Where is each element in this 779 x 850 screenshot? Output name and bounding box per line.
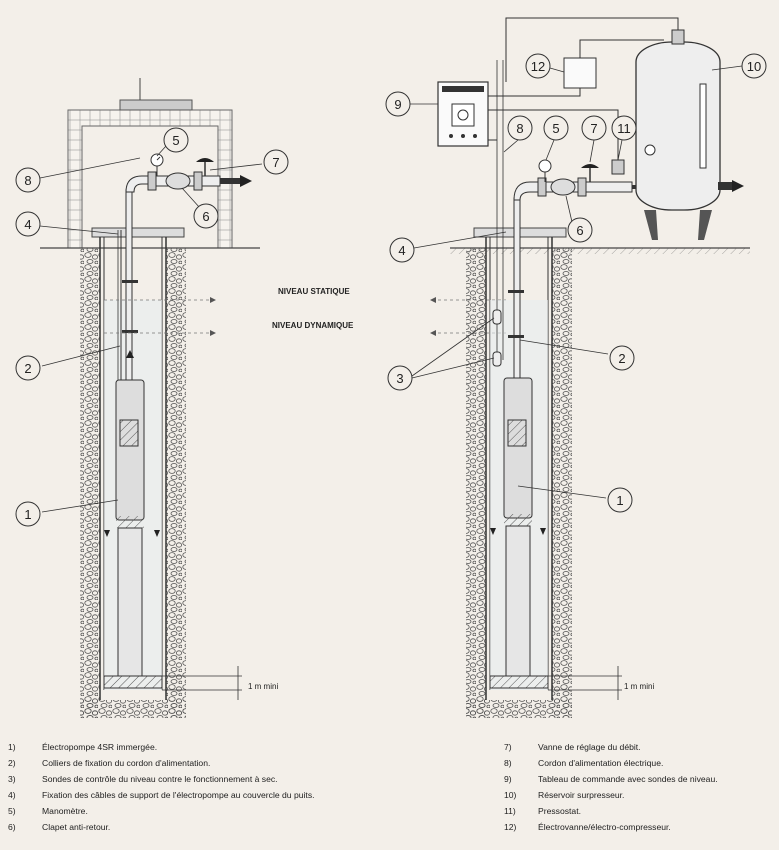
legend-item-1: 1)Électropompe 4SR immergée.	[8, 742, 158, 752]
svg-text:8: 8	[516, 121, 523, 136]
legend-item-2: 2)Colliers de fixation du cordon d'alime…	[8, 758, 211, 768]
gravel-left	[80, 248, 100, 718]
svg-text:12: 12	[531, 59, 545, 74]
svg-text:3: 3	[396, 371, 403, 386]
niveau-statique-label: NIVEAU STATIQUE	[278, 287, 350, 296]
gravel-right	[166, 248, 186, 718]
legend-item-6: 6)Clapet anti-retour.	[8, 822, 111, 832]
svg-text:8: 8	[24, 173, 31, 188]
riser-pipe	[125, 189, 133, 381]
svg-text:2: 2	[618, 351, 625, 366]
legend-item-4: 4)Fixation des câbles de support de l'él…	[8, 790, 315, 800]
svg-text:10: 10	[747, 59, 761, 74]
svg-text:2: 2	[24, 361, 31, 376]
right-min-depth: 1 m mini	[624, 682, 654, 691]
legend-item-8: 8)Cordon d'alimentation électrique.	[504, 758, 664, 768]
legend-item-7: 7)Vanne de réglage du débit.	[504, 742, 641, 752]
bottom-plate	[103, 675, 163, 689]
callout-3-right	[387, 365, 413, 391]
callout-4-right	[389, 237, 415, 263]
callout-4-left	[15, 211, 41, 237]
callout-5-right	[543, 115, 569, 141]
svg-text:6: 6	[576, 223, 583, 238]
gate-valve	[196, 158, 214, 162]
callout-9	[385, 91, 411, 117]
pump-motor	[117, 527, 143, 677]
svg-text:1: 1	[616, 493, 623, 508]
callout-5-left	[163, 127, 189, 153]
callout-7-left	[263, 149, 289, 175]
svg-text:5: 5	[172, 133, 179, 148]
installation-diagram: 1 m mini NIVEAU STATIQUE NIVEAU DYNAMIQU…	[15, 17, 767, 718]
svg-text:7: 7	[590, 121, 597, 136]
callout-8-left	[15, 167, 41, 193]
legend: 1)Électropompe 4SR immergée. 2)Colliers …	[0, 742, 779, 842]
callout-11	[611, 115, 637, 141]
callout-12	[525, 53, 551, 79]
callout-6-left	[193, 203, 219, 229]
left-min-depth: 1 m mini	[248, 682, 278, 691]
callout-2-right	[609, 345, 635, 371]
svg-text:4: 4	[398, 243, 405, 258]
callout-10	[741, 53, 767, 79]
svg-text:1: 1	[24, 507, 31, 522]
legend-item-10: 10)Réservoir surpresseur.	[504, 790, 625, 800]
legend-item-5: 5)Manomètre.	[8, 806, 88, 816]
callouts: 1 2 4 8 5 6 7 1 2 3 4 8	[15, 53, 767, 527]
callout-2-left	[15, 355, 41, 381]
callout-1-right	[607, 487, 633, 513]
well-cover	[91, 227, 185, 238]
svg-text:5: 5	[552, 121, 559, 136]
niveau-dynamique-label: NIVEAU DYNAMIQUE	[272, 321, 354, 330]
water-levels: NIVEAU STATIQUE NIVEAU DYNAMIQUE	[104, 287, 506, 336]
pressostat	[611, 159, 625, 175]
svg-text:6: 6	[202, 209, 209, 224]
legend-item-11: 11)Pressostat.	[504, 806, 581, 816]
legend-item-3: 3)Sondes de contrôle du niveau contre le…	[8, 774, 278, 784]
callout-7-right	[581, 115, 607, 141]
submersible-pump	[115, 379, 145, 521]
level-probe-1	[492, 309, 502, 325]
callout-6-right	[567, 217, 593, 243]
check-valve	[165, 172, 191, 190]
solenoid-valve	[563, 57, 597, 89]
callout-1-left	[15, 501, 41, 527]
legend-item-9: 9)Tableau de commande avec sondes de niv…	[504, 774, 718, 784]
right-installation: 1 m mini	[437, 17, 750, 718]
svg-text:11: 11	[617, 121, 631, 136]
housing-cover	[119, 99, 193, 111]
legend-item-12: 12)Électrovanne/électro-compresseur.	[504, 822, 671, 832]
left-installation: 1 m mini	[40, 78, 278, 718]
svg-text:4: 4	[24, 217, 31, 232]
svg-text:9: 9	[394, 97, 401, 112]
callout-8-right	[507, 115, 533, 141]
pressure-tank	[635, 41, 721, 211]
level-probe-2	[492, 351, 502, 367]
svg-text:7: 7	[272, 155, 279, 170]
